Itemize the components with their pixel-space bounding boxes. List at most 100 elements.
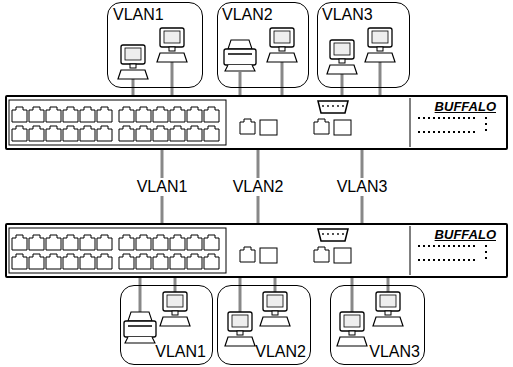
computer-monitor	[263, 292, 287, 311]
led	[485, 251, 487, 253]
rj45-port	[187, 235, 202, 250]
cable	[239, 72, 242, 88]
screen	[344, 315, 360, 327]
led	[433, 117, 435, 119]
cable-connector	[174, 278, 177, 285]
cable-connector	[387, 278, 390, 285]
led	[468, 131, 470, 133]
led	[485, 245, 487, 247]
rj45-port	[136, 254, 151, 269]
led	[418, 117, 420, 119]
led	[453, 259, 455, 261]
monitor-stand	[349, 331, 355, 335]
computer-monitor	[340, 312, 364, 331]
led	[473, 259, 475, 261]
printer-slot	[128, 325, 152, 327]
panel-divider	[410, 98, 411, 147]
rj45-port	[63, 126, 78, 141]
monitor-stand	[377, 47, 383, 51]
vlan-label: VLAN2	[255, 343, 306, 361]
rj45-port	[46, 235, 61, 250]
keyboard	[260, 317, 290, 326]
rj45-port	[80, 254, 95, 269]
led	[438, 117, 440, 119]
vlan-group: VLAN2	[217, 285, 311, 365]
link-label: VLAN2	[230, 178, 287, 196]
vlan-group: VLAN2	[217, 2, 309, 88]
led	[433, 131, 435, 133]
cable-connector	[239, 88, 242, 95]
led	[468, 259, 470, 261]
rj45-port	[29, 254, 44, 269]
led	[423, 259, 425, 261]
rj45-port	[97, 126, 112, 141]
led	[468, 245, 470, 247]
screen	[334, 43, 350, 55]
rj45-port	[119, 126, 134, 141]
rj45-port	[46, 254, 61, 269]
keyboard	[337, 337, 367, 346]
rj45-port	[63, 254, 78, 269]
cable-connector	[281, 88, 284, 95]
monitor-stand	[172, 311, 178, 315]
led	[418, 259, 420, 261]
led	[428, 131, 430, 133]
vlan-group: VLAN1	[120, 285, 213, 365]
printer-paper	[128, 312, 152, 321]
rj45-port	[204, 126, 219, 141]
rj45-port	[187, 126, 202, 141]
cable	[274, 285, 277, 292]
led	[473, 131, 475, 133]
monitor-stand	[272, 311, 278, 315]
rj45-port	[170, 254, 185, 269]
console-port	[318, 229, 348, 241]
rj45-port	[314, 119, 329, 134]
cable-connector	[239, 278, 242, 285]
led	[453, 117, 455, 119]
monitor-stand	[237, 331, 243, 335]
rj45-port	[170, 107, 185, 122]
led	[433, 259, 435, 261]
keyboard	[327, 65, 357, 74]
rj45-port	[12, 254, 27, 269]
led	[423, 131, 425, 133]
rj45-port	[80, 235, 95, 250]
printer-body	[224, 49, 256, 65]
led	[485, 257, 487, 259]
rj45-port	[97, 254, 112, 269]
port-panel	[9, 100, 226, 145]
rj45-port	[204, 254, 219, 269]
pin	[342, 233, 344, 235]
cable	[387, 285, 390, 292]
computer-monitor	[270, 28, 294, 47]
rj45-port	[240, 119, 255, 134]
led	[458, 117, 460, 119]
printer-tray	[225, 65, 255, 71]
led	[458, 245, 460, 247]
rj45-port	[204, 235, 219, 250]
rj45-port	[314, 247, 329, 262]
cable-connector	[132, 88, 135, 95]
led	[453, 131, 455, 133]
cable	[174, 285, 177, 292]
cable-connector	[139, 278, 142, 285]
cable	[139, 285, 142, 312]
rj45-port	[29, 107, 44, 122]
rj45-port	[153, 254, 168, 269]
screen	[232, 315, 248, 327]
pin	[337, 233, 339, 235]
led	[463, 117, 465, 119]
sfp-slot	[260, 248, 277, 263]
panel-divider	[410, 226, 411, 275]
monitor-stand	[130, 64, 136, 68]
pin	[332, 105, 334, 107]
led	[463, 259, 465, 261]
network-switch: BUFFALO	[5, 223, 508, 278]
vlan-group: VLAN3	[317, 2, 410, 88]
rj45-port	[29, 126, 44, 141]
vlan-group: VLAN1	[107, 2, 203, 88]
rj45-port	[187, 107, 202, 122]
console-port	[318, 101, 348, 113]
sfp-slot	[260, 120, 277, 135]
cable	[379, 60, 382, 88]
